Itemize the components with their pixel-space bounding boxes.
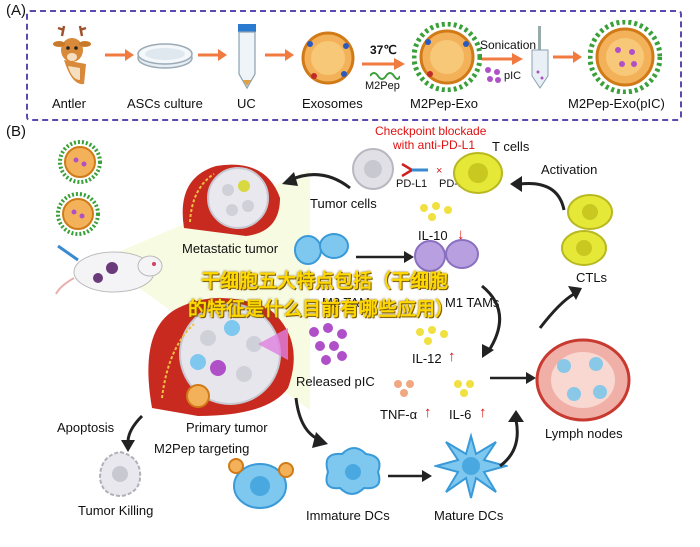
exosome-icon [301,31,355,85]
panel-b-tag: (B) [6,123,26,140]
arrow-icon [490,372,536,384]
label-m2pep-exo: M2Pep-Exo [410,96,478,111]
m1-tam-cells-icon [414,239,479,272]
exosome-particle-icon [58,140,102,184]
targeting-macrophage-icon [228,458,294,509]
label-m2pep-exo-pic: M2Pep-Exo(pIC) [568,96,665,111]
arrow-icon [482,53,523,65]
arrow-icon [362,58,405,70]
arrow-icon [538,286,582,329]
label-tnf-alpha: TNF-α [380,407,418,422]
label-pd-l1: PD-L1 [396,178,428,190]
label-il12: IL-12 [412,351,442,366]
primary-tumor-illustration [148,298,294,416]
label-tumor-cells: Tumor cells [310,196,377,211]
mouse-icon [55,244,163,295]
label-temperature: 37℃ [370,43,397,57]
label-tumor-killing: Tumor Killing [78,503,154,518]
exosome-particle-icon [186,384,210,408]
arrow-icon [121,414,144,452]
cytokine-dots-icon [454,380,474,397]
label-exosomes: Exosomes [302,96,363,111]
antibody-icon: × [401,162,442,178]
pic-molecules-icon [485,67,501,83]
deer-icon [53,25,91,85]
arrow-up-icon: ↑ [479,404,487,421]
arrow-icon [388,470,432,482]
label-m2-tams: M2 TAMs [322,295,377,310]
label-sonication: Sonication [480,38,537,52]
tumor-cell-icon [352,148,394,190]
arrow-up-icon: ↑ [424,404,432,421]
cytokine-dots-icon [394,380,414,397]
metastatic-tumor-illustration [182,164,280,236]
label-m2pep-small: M2Pep [365,80,400,92]
label-primary-tumor: Primary tumor [186,420,268,435]
immature-dc-icon [325,447,381,495]
label-uc: UC [237,96,256,111]
label-m2pep-targeting: M2Pep targeting [154,441,250,456]
m2pep-exo-icon [412,22,482,92]
panel-a-tag: (A) [6,2,26,19]
m2-tam-cells-icon [294,233,349,265]
arrow-icon [499,410,524,468]
arrow-icon [282,172,351,190]
cytokine-dots-icon [416,326,448,345]
svg-text:×: × [436,165,442,177]
label-pic: pIC [504,70,522,82]
watermark-line-2: 的特征是什么目前有哪些应用） [188,298,455,320]
arrow-icon [198,49,227,61]
arrow-up-icon: ↑ [448,348,456,365]
cytokine-dots-icon [420,202,452,221]
ctl-cell-icon [561,230,607,266]
arrow-icon [105,49,134,61]
label-activation: Activation [541,162,598,177]
label-ascs-culture: ASCs culture [127,96,203,111]
arrow-icon [356,251,414,263]
label-mature-dcs: Mature DCs [434,508,504,523]
arrow-icon [553,51,582,63]
sonicator-tube-icon [531,26,549,89]
arrow-down-icon: ↓ [457,226,465,243]
label-m1-tams: M1 TAMs [445,295,500,310]
m2pep-exo-pic-icon [588,20,662,94]
ctl-cell-icon [567,194,613,230]
label-apoptosis: Apoptosis [57,420,115,435]
label-lymph-nodes: Lymph nodes [545,426,623,441]
arrow-icon [510,176,566,211]
arrow-icon [294,397,328,448]
arrow-icon [481,284,502,358]
label-t-cells: T cells [492,139,530,154]
label-anti-pd-l1: with anti-PD-L1 [393,138,476,152]
centrifuge-tube-icon [238,24,256,90]
arrow-icon [265,49,294,61]
label-checkpoint-blockade: Checkpoint blockade [375,124,487,138]
label-released-pic: Released pIC [296,374,375,389]
label-il10: IL-10 [418,228,448,243]
dying-tumor-cell-icon [98,450,142,498]
label-ctls: CTLs [576,270,608,285]
t-cell-icon [453,152,503,194]
label-antler: Antler [52,96,86,111]
exosome-particle-icon [56,192,100,236]
panel-a-frame [26,10,682,121]
label-immature-dcs: Immature DCs [306,508,390,523]
mature-dc-icon [434,432,508,499]
peptide-icon [370,72,400,80]
petri-dish-icon [137,43,193,69]
pic-cluster-icon [309,323,347,365]
lymph-node-illustration [535,338,631,422]
watermark-line-1: 干细胞五大特点包括（干细胞 [201,270,449,292]
label-il6: IL-6 [449,407,472,422]
label-metastatic-tumor: Metastatic tumor [182,241,279,256]
